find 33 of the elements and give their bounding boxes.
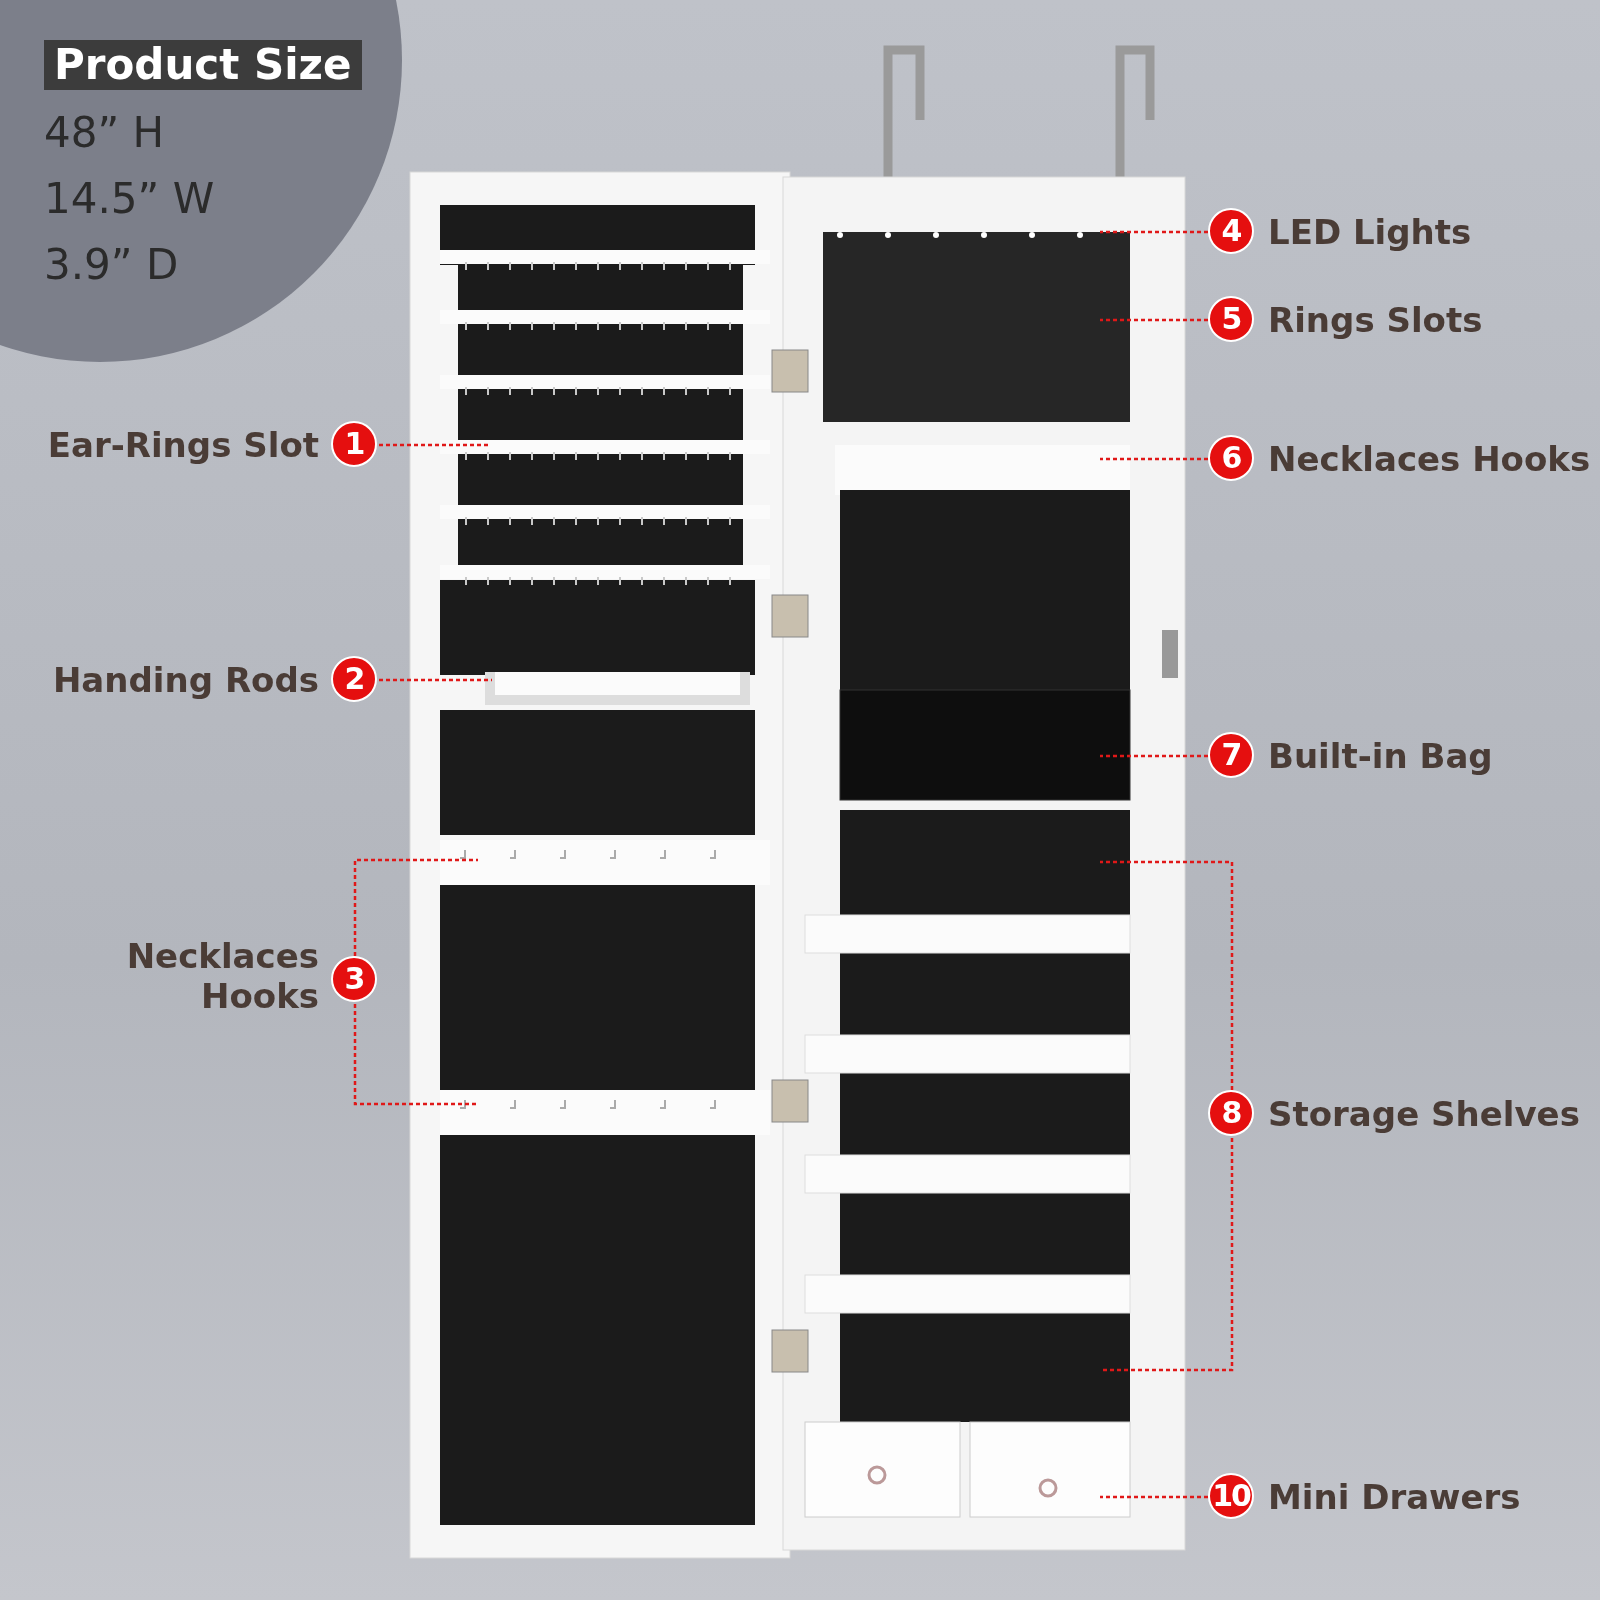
leader-line [1100,754,1208,758]
callout-label: Necklaces Hooks [1268,439,1591,479]
callout-number: 1 [331,421,377,467]
leader-line [1100,1495,1208,1499]
info-heading: Product Size [44,40,362,90]
leader-line [1100,318,1208,322]
callout-label: Mini Drawers [1268,1477,1521,1517]
callout-label: Ear-Rings Slot [47,425,319,465]
callout-label: Handing Rods [52,660,319,700]
callout-number: 5 [1208,296,1254,342]
leader-line [1100,1138,1234,1372]
callout-label: LED Lights [1268,212,1472,252]
leader-line [1100,860,1234,1090]
callout-label: Built-in Bag [1268,736,1493,776]
leader-line [1100,230,1208,234]
callout-number: 7 [1208,732,1254,778]
dimension-text: 3.9” D [44,240,179,289]
dimension-text: 14.5” W [44,174,215,223]
leader-line [353,1004,478,1106]
callout-number: 10 [1208,1473,1254,1519]
callout-number: 4 [1208,208,1254,254]
dimension-text: 48” H [44,108,165,157]
callout-label: Storage Shelves [1268,1094,1580,1134]
callout-number: 2 [331,656,377,702]
callout-number: 6 [1208,435,1254,481]
leader-line [353,858,478,956]
callout-label: Necklaces Hooks [125,936,319,1016]
callout-number: 8 [1208,1090,1254,1136]
leader-line [379,678,492,682]
leader-line [379,443,490,447]
leader-line [1100,457,1208,461]
callout-number: 3 [331,956,377,1002]
callout-label: Rings Slots [1268,300,1483,340]
